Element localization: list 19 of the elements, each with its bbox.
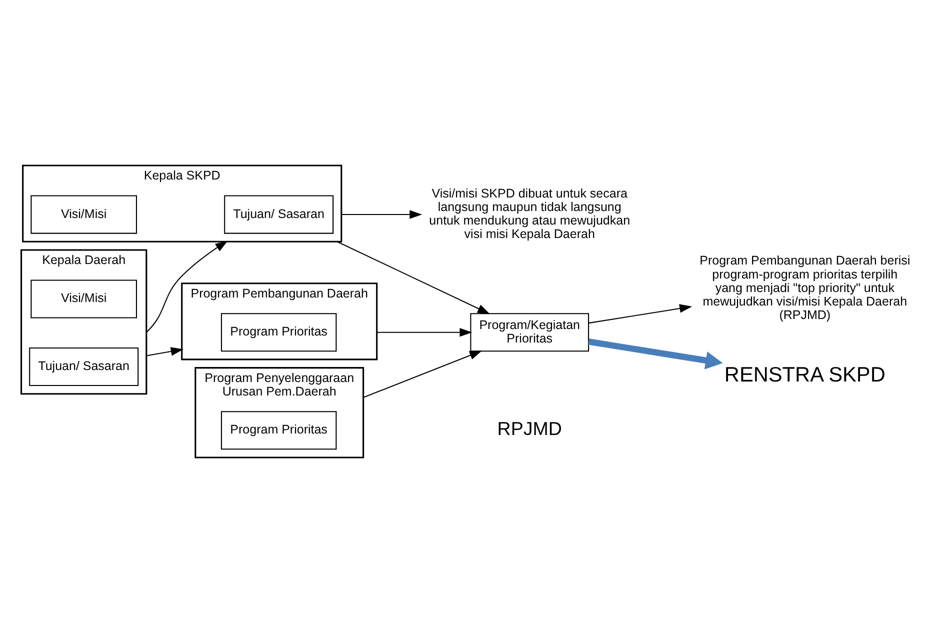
arrow: [363, 350, 482, 398]
arrow: [376, 327, 472, 336]
node-text: Visi/misi SKPD dibuat untuk secara langsung maupun tidak langsung untuk mendukung atau mewujudkan visi misi Kepala Daerah: [429, 186, 630, 241]
arrow: [341, 210, 422, 218]
node-box: Program Prioritas: [220, 312, 337, 352]
node-box: Tujuan/ Sasaran: [224, 194, 334, 234]
arrow: [146, 240, 228, 332]
node-text: RENSTRA SKPD: [724, 362, 886, 386]
node-box: Tujuan/ Sasaran: [29, 346, 139, 386]
arrow: [588, 338, 723, 369]
node-box: Visi/Misi: [30, 194, 137, 234]
node-text: Program Pembangunan Daerah berisi program-program prioritas terpilih yang menjadi "top priority" untuk mewujudkan visi/misi Kepala Daerah (RPJMD): [700, 253, 910, 322]
arrow: [146, 346, 184, 356]
node-box: Program/Kegiatan Prioritas: [470, 312, 590, 352]
node-box: Program Prioritas: [220, 410, 337, 450]
arrow: [336, 240, 490, 314]
label: RPJMD: [497, 417, 562, 438]
arrow: [588, 304, 692, 324]
node-box: Visi/Misi: [30, 279, 137, 318]
